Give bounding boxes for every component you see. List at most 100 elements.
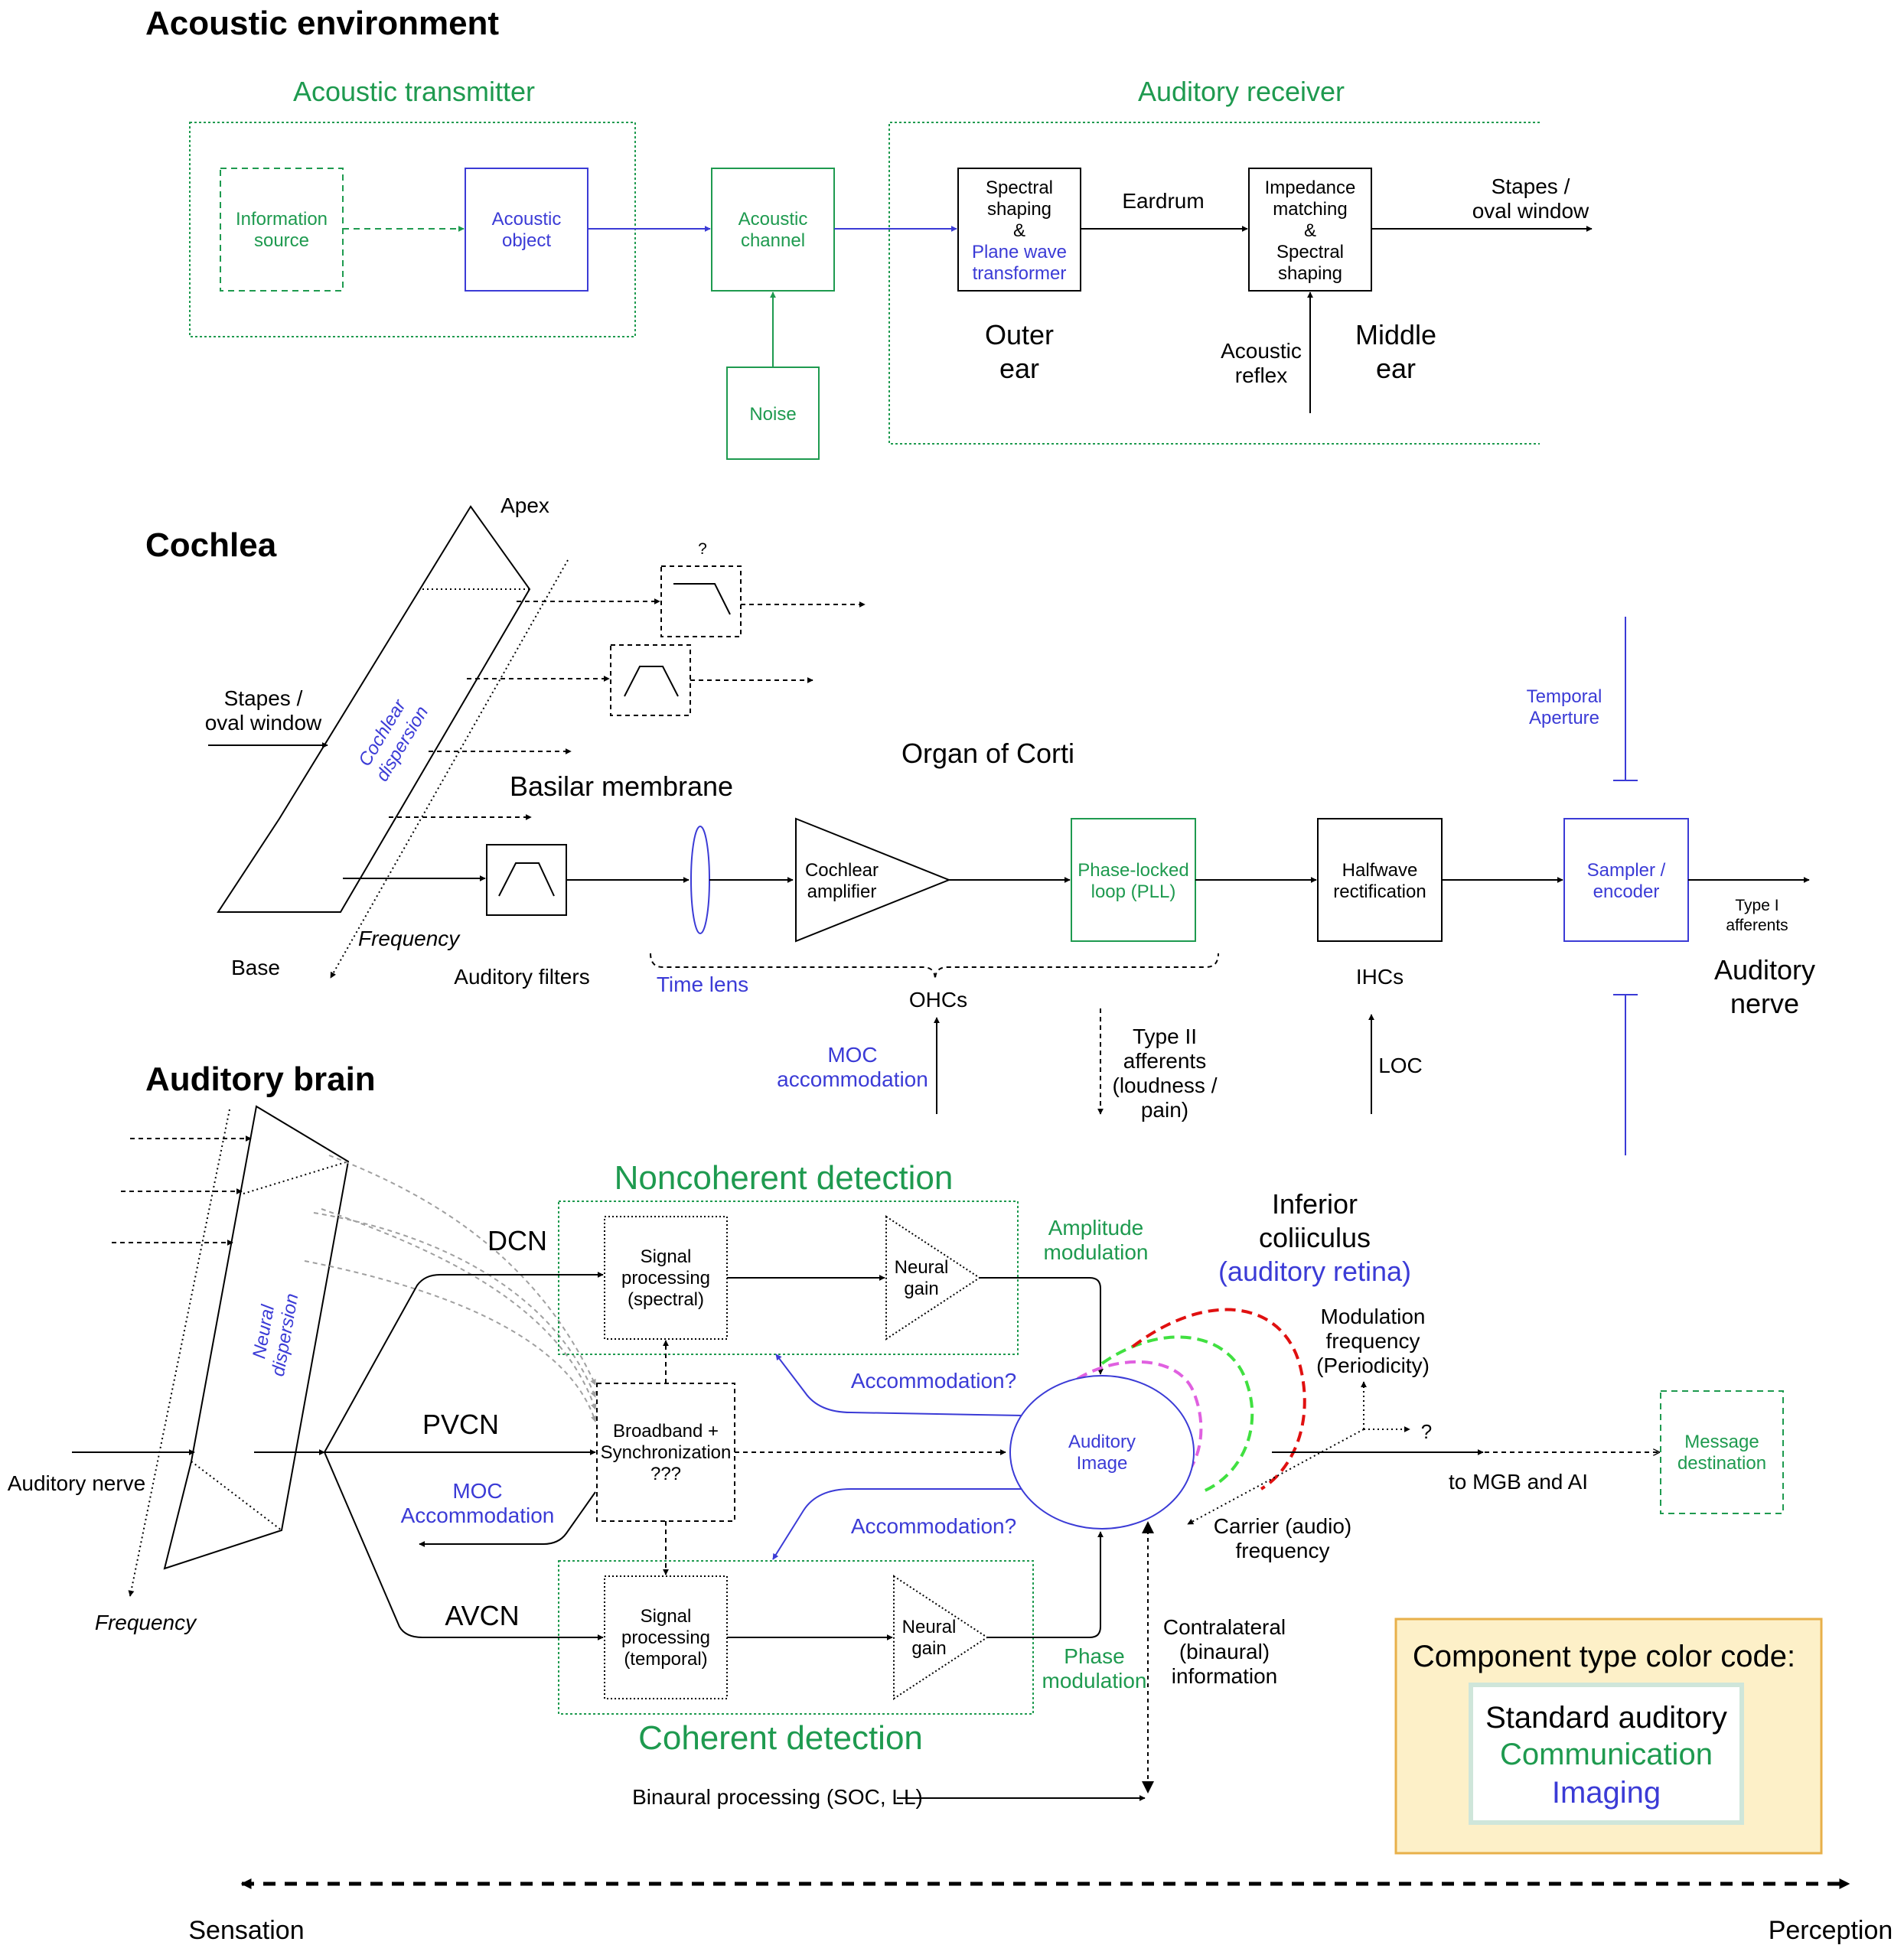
middle-box-line-3: &	[1304, 220, 1316, 241]
accommodation-top-label: Accommodation?	[851, 1369, 1016, 1393]
periodicity-arc-magenta	[1076, 1360, 1203, 1500]
acoustic-object-label-1: Acoustic	[492, 209, 562, 230]
pll-box: Phase-locked loop (PLL)	[1071, 818, 1196, 942]
noncoherent-detection-title: Noncoherent detection	[615, 1159, 954, 1197]
message-destination-line-2: destination	[1677, 1453, 1766, 1474]
time-lens-label: Time lens	[657, 972, 748, 996]
neural-gain-top-line-2: gain	[904, 1279, 938, 1299]
pvcn-label: PVCN	[422, 1409, 499, 1440]
grey-crossfeed-3	[321, 1208, 597, 1410]
basilar-membrane-label: Basilar membrane	[510, 771, 733, 802]
ohcs-brace	[650, 953, 1219, 980]
section-title-cochlea: Cochlea	[145, 526, 277, 564]
acoustic-channel-label-1: Acoustic	[738, 209, 808, 230]
sp-temporal-line-1: Signal	[641, 1606, 692, 1627]
cochlea-section: Apex Cochlear dispersion Frequency Base …	[205, 494, 1815, 1155]
bandpass-filter-icon-dashed	[624, 666, 679, 697]
loc-label: LOC	[1378, 1054, 1423, 1077]
dcn-label: DCN	[487, 1225, 547, 1256]
contralateral-line-2: (binaural)	[1179, 1640, 1270, 1663]
neural-gain-bottom-line-1: Neural	[902, 1617, 957, 1637]
lowpass-filter-icon	[673, 583, 731, 615]
contralateral-line-3: information	[1172, 1664, 1278, 1688]
sp-spectral-line-2: processing	[621, 1268, 710, 1289]
coherent-detection-title: Coherent detection	[638, 1719, 923, 1757]
acoustic-reflex-label-1: Acoustic	[1221, 339, 1302, 363]
outer-ear-label-1: Outer	[985, 319, 1054, 350]
unknown-axis-question: ?	[1421, 1420, 1432, 1443]
auditory-receiver-container	[888, 122, 1540, 445]
auditory-filters-label: Auditory filters	[454, 965, 589, 989]
cochlea-frequency-label: Frequency	[358, 927, 461, 950]
auditory-retina-label: (auditory retina)	[1218, 1256, 1411, 1287]
noise-box: Noise	[726, 367, 820, 460]
neural-dispersion-inner-lines	[191, 1161, 349, 1531]
cochlear-amplifier-label-2: amplifier	[807, 881, 877, 902]
halfwave-label-1: Halfwave	[1342, 860, 1418, 881]
neural-gain-triangle-top: Neural gain	[885, 1215, 981, 1341]
middle-box-line-2: matching	[1273, 199, 1347, 220]
to-mgb-label: to MGB and AI	[1449, 1470, 1588, 1494]
auditory-nerve-label-2: nerve	[1730, 988, 1799, 1019]
auditory-image-ellipse: Auditory Image	[1009, 1375, 1195, 1530]
temporal-aperture-label-1: Temporal	[1527, 686, 1602, 707]
broadband-sync-box: Broadband + Synchronization ???	[596, 1383, 735, 1522]
stapes-in-label-2: oval window	[205, 711, 322, 735]
acoustic-channel-label-2: channel	[741, 230, 805, 251]
organ-of-corti-label: Organ of Corti	[901, 738, 1074, 769]
color-code-legend: Component type color code: Standard audi…	[1394, 1618, 1823, 1855]
signal-processing-spectral-box: Signal processing (spectral)	[604, 1216, 728, 1340]
outer-ear-label-2: ear	[999, 353, 1039, 384]
sp-spectral-line-3: (spectral)	[628, 1289, 704, 1310]
pll-label-1: Phase-locked	[1078, 860, 1188, 881]
moc-accommodation-return-arrow	[419, 1491, 596, 1547]
middle-ear-box: Impedance matching & Spectral shaping	[1248, 168, 1372, 292]
branch-to-avcn	[324, 1451, 604, 1640]
type2-afferents-label-4: pain)	[1141, 1098, 1188, 1122]
time-lens-icon	[690, 826, 710, 934]
accommodation-feedback-top	[775, 1354, 1023, 1416]
legend-imaging: Imaging	[1552, 1776, 1661, 1810]
acoustic-channel-box: Acoustic channel	[711, 168, 835, 292]
outer-box-line-4: Plane wave	[972, 242, 1067, 262]
broadband-line-2: Synchronization	[601, 1442, 732, 1463]
ohcs-label: OHCs	[909, 988, 967, 1012]
cochlear-amplifier-label-1: Cochlear	[805, 860, 879, 881]
type1-afferents-label-1: Type I	[1735, 897, 1778, 914]
stapes-out-label-1: Stapes /	[1492, 174, 1570, 198]
middle-ear-label-1: Middle	[1355, 319, 1436, 350]
halfwave-label-2: rectification	[1333, 881, 1426, 902]
brain-auditory-nerve-label: Auditory nerve	[8, 1471, 146, 1495]
type1-afferents-label-2: afferents	[1726, 917, 1788, 934]
modulation-frequency-line-3: (Periodicity)	[1316, 1354, 1430, 1377]
sp-temporal-line-2: processing	[621, 1627, 710, 1648]
accommodation-feedback-bottom	[772, 1488, 1022, 1560]
carrier-frequency-line-1: Carrier (audio)	[1214, 1514, 1352, 1538]
type2-afferents-label-1: Type II	[1133, 1025, 1197, 1048]
outer-box-line-5: transformer	[973, 263, 1067, 284]
binaural-processing-label: Binaural processing (SOC, LL)	[632, 1785, 923, 1809]
amplitude-modulation-label-1: Amplitude	[1048, 1216, 1144, 1240]
auditory-image-line-2: Image	[1077, 1453, 1128, 1474]
middle-box-line-5: shaping	[1278, 263, 1342, 284]
frequency-axis-arrow	[330, 559, 569, 979]
base-label: Base	[231, 956, 280, 979]
eardrum-label: Eardrum	[1122, 189, 1204, 213]
neural-gain-bottom-line-2: gain	[911, 1638, 946, 1659]
acoustic-object-box: Acoustic object	[465, 168, 588, 292]
inferior-colliculus-label-1: Inferior	[1272, 1188, 1358, 1220]
carrier-frequency-line-2: frequency	[1236, 1539, 1330, 1562]
outer-box-line-3: &	[1013, 220, 1025, 241]
pll-label-2: loop (PLL)	[1091, 881, 1176, 902]
dashed-lowpass-filter-box	[660, 565, 742, 637]
acoustic-reflex-label-2: reflex	[1235, 363, 1287, 387]
information-source-box: Information source	[220, 168, 344, 292]
contralateral-arrowhead-down	[1142, 1781, 1154, 1794]
stapes-out-label-2: oval window	[1472, 199, 1589, 223]
sampler-box: Sampler / encoder	[1563, 818, 1689, 942]
broadband-line-3: ???	[650, 1464, 681, 1484]
carrier-axis-arrow	[1187, 1429, 1364, 1525]
information-source-label-1: Information	[236, 209, 328, 230]
unknown-filter-question: ?	[698, 540, 707, 558]
